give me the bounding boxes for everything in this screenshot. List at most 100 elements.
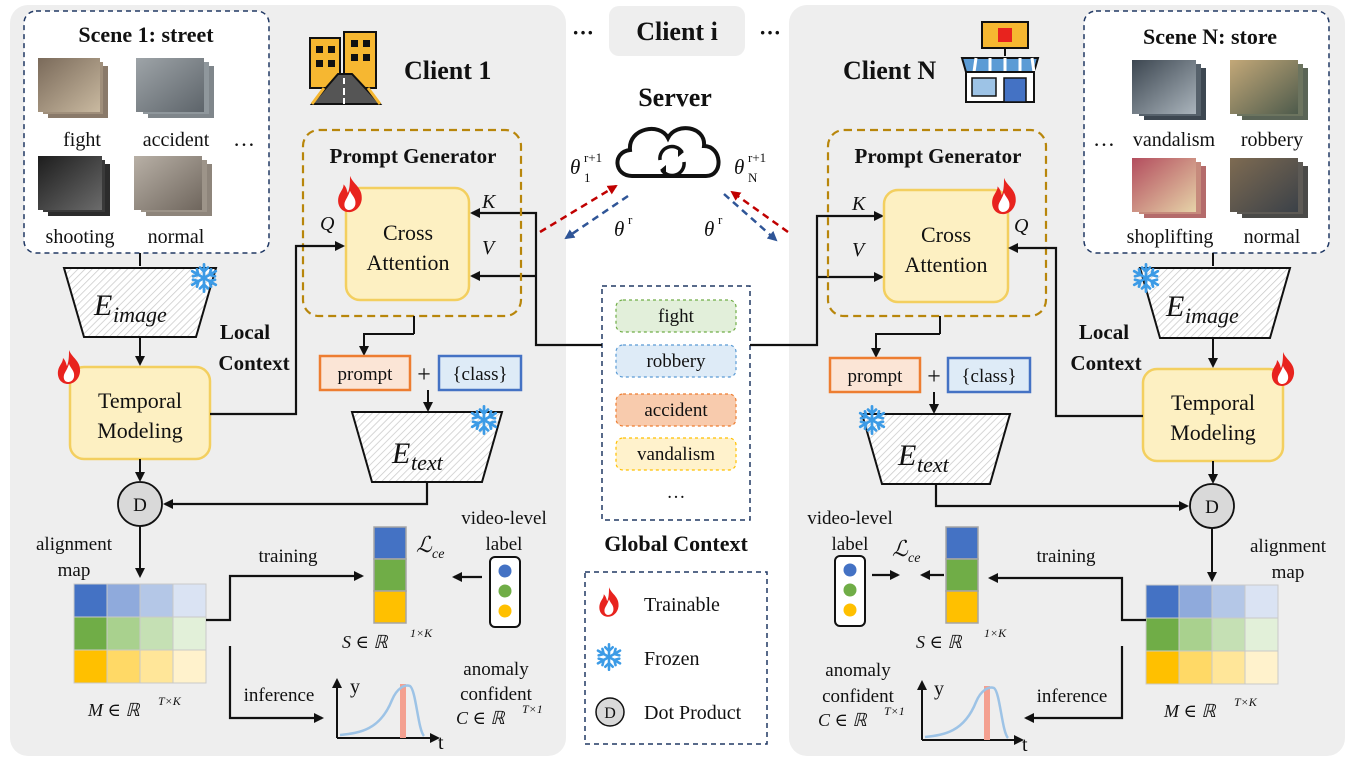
- right-clip-shoplifting: [1132, 158, 1206, 218]
- right-attn-to-prompt-bend: [871, 333, 940, 358]
- legend-trainable: Trainable: [644, 594, 720, 616]
- left-map-to-score: [206, 571, 364, 622]
- right-loss-label: ℒ ce: [892, 536, 920, 566]
- left-alignment-map: [73, 583, 207, 684]
- left-local-context-line1: Local: [220, 320, 270, 344]
- right-map-to-score: [988, 573, 1146, 622]
- right-score-vector: [945, 526, 979, 624]
- left-m-label: M ∈ ℝ T×K: [87, 694, 182, 720]
- right-text-to-dot: [934, 484, 1189, 511]
- svg-text:θ: θ: [734, 155, 744, 179]
- legend-frozen: Frozen: [644, 648, 700, 670]
- cloud-sync-icon: [615, 126, 721, 178]
- left-text-encoder-label: E text: [391, 437, 444, 475]
- left-client: Scene 1: street fight accident … shootin…: [23, 10, 547, 754]
- legend-dot-icon: [595, 697, 625, 727]
- client-i-label: Client i: [636, 17, 718, 46]
- download-arrow-left: [564, 194, 629, 240]
- right-prompt-box: [828, 356, 922, 394]
- svg-text:M ∈ ℝ: M ∈ ℝ: [87, 700, 140, 720]
- global-item-accident: [615, 393, 737, 427]
- right-clip-normal-label: normal: [1244, 226, 1301, 248]
- global-context-title: Global Context: [604, 531, 748, 556]
- client-i-box: [609, 6, 745, 56]
- global-item-robbery: [615, 344, 737, 378]
- left-training-label: training: [258, 546, 318, 567]
- right-s-label: S ∈ ℝ 1×K: [916, 626, 1007, 652]
- right-class-label: {class}: [961, 366, 1016, 387]
- right-image-encoder: [1138, 267, 1292, 339]
- left-score-vector: [373, 526, 407, 624]
- left-anomaly-line1: anomaly: [463, 659, 529, 680]
- left-text-encoder: [350, 411, 504, 483]
- right-alignment-map: [1145, 584, 1279, 685]
- svg-text:θ: θ: [704, 217, 714, 241]
- right-m-label: M ∈ ℝ T×K: [1163, 695, 1258, 721]
- right-local-context-line2: Context: [1070, 351, 1141, 375]
- left-clip-fight: [38, 58, 108, 118]
- svg-text:r+1: r+1: [584, 150, 602, 165]
- svg-text:S ∈ ℝ: S ∈ ℝ: [916, 632, 962, 652]
- right-temporal-modeling-box: [1141, 367, 1285, 463]
- global-item-fight-label: fight: [658, 306, 695, 327]
- svg-text:E: E: [897, 439, 916, 472]
- left-prompt-box: [318, 354, 412, 392]
- store-icon: [960, 21, 1040, 103]
- right-dot-label: D: [1205, 497, 1219, 518]
- left-anomaly-plot: [332, 678, 440, 743]
- svg-text:ℒ: ℒ: [892, 536, 909, 561]
- right-plus: +: [927, 364, 941, 390]
- svg-text:1: 1: [584, 170, 591, 185]
- svg-text:1×K: 1×K: [410, 626, 433, 640]
- right-axis-y: y: [934, 678, 944, 700]
- left-alignment-line2: map: [58, 560, 91, 581]
- left-temporal-to-q: [210, 241, 345, 416]
- left-clip-normal: [134, 156, 212, 216]
- left-prompt-generator-title: Prompt Generator: [330, 144, 497, 168]
- right-anomaly-line2: confident: [822, 686, 894, 707]
- left-temporal-modeling-box: [68, 365, 212, 461]
- left-inference-label: inference: [244, 685, 315, 706]
- left-attn-to-prompt-bend: [359, 333, 414, 356]
- right-local-context-line1: Local: [1079, 320, 1129, 344]
- left-video-label-line1: video-level: [461, 508, 546, 529]
- right-clip-robbery-label: robbery: [1241, 129, 1303, 151]
- left-clip-normal-label: normal: [148, 226, 205, 248]
- upload-arrow-left: [539, 184, 618, 234]
- left-alignment-line1: alignment: [36, 534, 113, 555]
- svg-text:M ∈ ℝ: M ∈ ℝ: [1163, 701, 1216, 721]
- theta-right-label: θ r+1 N: [734, 150, 766, 185]
- left-cross-attention-box: [344, 186, 471, 302]
- svg-text:N: N: [748, 170, 758, 185]
- right-video-label-line1: video-level: [807, 508, 892, 529]
- left-k-label: K: [481, 191, 497, 213]
- right-cross-attention-line1: Cross: [921, 222, 971, 247]
- left-axis-y: y: [350, 676, 360, 698]
- left-temporal-line2: Modeling: [97, 418, 183, 443]
- right-q-label: Q: [1014, 215, 1029, 237]
- left-dot-label: D: [133, 495, 147, 516]
- left-temporal-line1: Temporal: [98, 388, 182, 413]
- svg-text:r: r: [628, 212, 633, 227]
- right-traffic-light-icon: [834, 555, 866, 627]
- global-item-fight: [615, 299, 737, 333]
- left-v-label: V: [482, 237, 497, 259]
- left-cross-attention-line1: Cross: [383, 220, 433, 245]
- svg-text:E: E: [1165, 290, 1184, 323]
- svg-text:ce: ce: [432, 547, 444, 562]
- svg-text:1×K: 1×K: [984, 626, 1007, 640]
- right-temporal-line1: Temporal: [1171, 390, 1255, 415]
- left-clip-shooting-label: shooting: [46, 226, 115, 248]
- left-prompt-label: prompt: [338, 364, 394, 385]
- right-text-encoder: [860, 413, 1012, 485]
- theta-down-left-label: θ r: [614, 212, 633, 241]
- right-class-box: [946, 356, 1032, 394]
- left-scene-title: Scene 1: street: [78, 22, 214, 47]
- left-local-context-line2: Context: [218, 351, 289, 375]
- svg-text:T×1: T×1: [884, 704, 905, 718]
- svg-text:S ∈ ℝ: S ∈ ℝ: [342, 632, 388, 652]
- global-item-vandalism: [615, 437, 737, 471]
- right-prompt-label: prompt: [848, 366, 904, 387]
- svg-text:r+1: r+1: [748, 150, 766, 165]
- svg-text:T×1: T×1: [522, 702, 543, 716]
